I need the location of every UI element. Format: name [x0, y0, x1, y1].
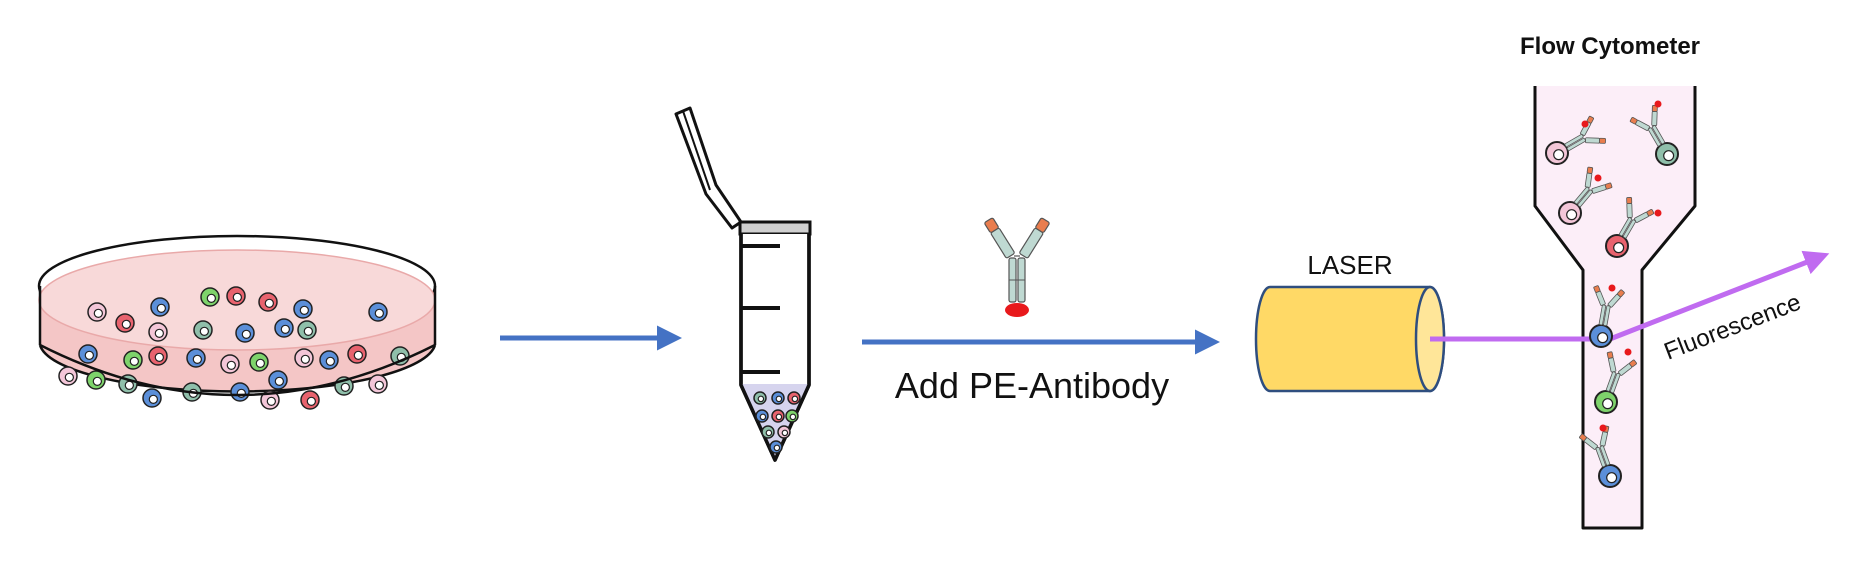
cell-icon [274, 318, 294, 338]
cell-icon [293, 299, 313, 319]
cell-icon [785, 409, 799, 423]
pe-tag-icon [1624, 348, 1632, 356]
cell-icon [230, 382, 250, 402]
cell-icon [300, 390, 320, 410]
cell-icon [258, 292, 278, 312]
cell-icon [777, 425, 791, 439]
cell-icon [193, 320, 213, 340]
antibody-icon [983, 216, 1051, 318]
cell-icon [186, 348, 206, 368]
cell-icon [150, 297, 170, 317]
laser-icon [1254, 285, 1446, 393]
cell-icon [235, 323, 255, 343]
cell-icon [123, 350, 143, 370]
flow-cells [1545, 100, 1679, 488]
flow-cell-icon [1533, 86, 1697, 530]
cell-icon [220, 354, 240, 374]
cell-icon [1594, 390, 1618, 414]
cell-icon [226, 286, 246, 306]
cell-icon [771, 409, 785, 423]
fluorescence-label: Fluorescence [1660, 289, 1804, 366]
cell-icon [260, 390, 280, 410]
tube-cells [753, 391, 801, 454]
cell-icon [294, 348, 314, 368]
cell-icon [78, 344, 98, 364]
pe-tag-icon [1654, 209, 1662, 217]
cell-icon [334, 376, 354, 396]
cell-icon [368, 302, 388, 322]
cell-icon [58, 366, 78, 386]
cell-icon [148, 322, 168, 342]
cell-icon [787, 391, 801, 405]
fluorescence-arrow [1609, 250, 1830, 342]
cell-icon [753, 391, 767, 405]
cell-icon [268, 370, 288, 390]
dish-front-rim [39, 343, 436, 397]
cell-icon [142, 388, 162, 408]
cell-icon [1655, 142, 1679, 166]
cell-icon [1605, 234, 1629, 258]
flow-cytometer-title: Flow Cytometer [1520, 33, 1700, 60]
centrifuge-tube-icon [738, 220, 812, 462]
pe-tag-icon [1599, 424, 1607, 432]
pipette-icon [674, 106, 743, 230]
cell-icon [347, 344, 367, 364]
laser-label: LASER [1307, 250, 1392, 280]
pe-tag-icon [1581, 120, 1589, 128]
cell-icon [771, 391, 785, 405]
pe-tag-icon [1594, 174, 1602, 182]
cell-icon [148, 346, 168, 366]
cell-icon [755, 409, 769, 423]
cell-icon [1558, 201, 1582, 225]
cell-icon [1598, 464, 1622, 488]
pe-tag-icon [1654, 100, 1662, 108]
cell-icon [761, 425, 775, 439]
cell-icon [297, 320, 317, 340]
cell-icon [86, 370, 106, 390]
cell-icon [200, 287, 220, 307]
cell-icon [368, 374, 388, 394]
cell-icon [115, 313, 135, 333]
add-antibody-label: Add PE-Antibody [895, 365, 1169, 406]
cell-icon [769, 440, 783, 454]
cell-icon [249, 352, 269, 372]
cell-icon [1589, 324, 1613, 348]
cell-icon [87, 302, 107, 322]
pe-tag-icon [1608, 284, 1616, 292]
cell-icon [1545, 141, 1569, 165]
cell-icon [319, 350, 339, 370]
